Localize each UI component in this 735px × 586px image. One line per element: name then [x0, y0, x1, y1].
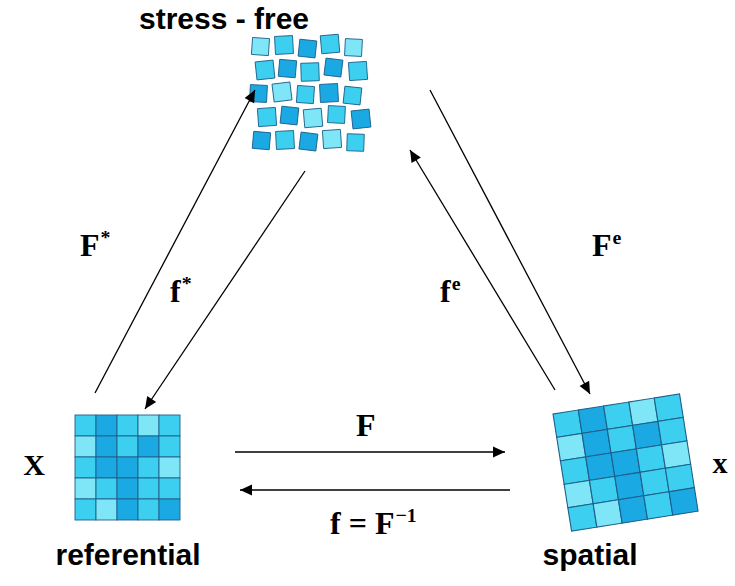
superscript: *	[101, 226, 111, 248]
configuration-name: spatial	[542, 538, 637, 571]
mapping-label: F	[356, 406, 376, 444]
mapping-label: F*	[80, 226, 110, 264]
mapping-arrow	[410, 150, 555, 390]
mapping-label: fe	[440, 272, 460, 310]
mapping-label: f = F−1	[330, 504, 417, 542]
mapping-arrow	[235, 451, 505, 452]
configuration-node: xspatial	[552, 398, 692, 538]
mapping-label: Fe	[592, 226, 621, 264]
position-symbol: X	[23, 448, 45, 481]
superscript: e	[613, 226, 622, 248]
mapping-arrow	[95, 90, 255, 393]
stress-free-squares	[250, 34, 371, 151]
superscript: *	[182, 272, 192, 294]
superscript: −1	[395, 504, 416, 526]
mapping-label: f*	[170, 272, 192, 310]
configuration-node: stress - free	[245, 35, 378, 168]
mapping-arrow	[145, 171, 305, 409]
spatial-grid	[553, 394, 698, 531]
mapping-arrow	[240, 489, 510, 490]
referential-grid	[75, 415, 180, 520]
configuration-name: stress - free	[139, 2, 309, 35]
configuration-node: Xreferential	[75, 415, 180, 520]
position-symbol: x	[713, 446, 728, 479]
configuration-name: referential	[55, 538, 200, 571]
mapping-arrow	[430, 90, 590, 394]
superscript: e	[452, 272, 461, 294]
